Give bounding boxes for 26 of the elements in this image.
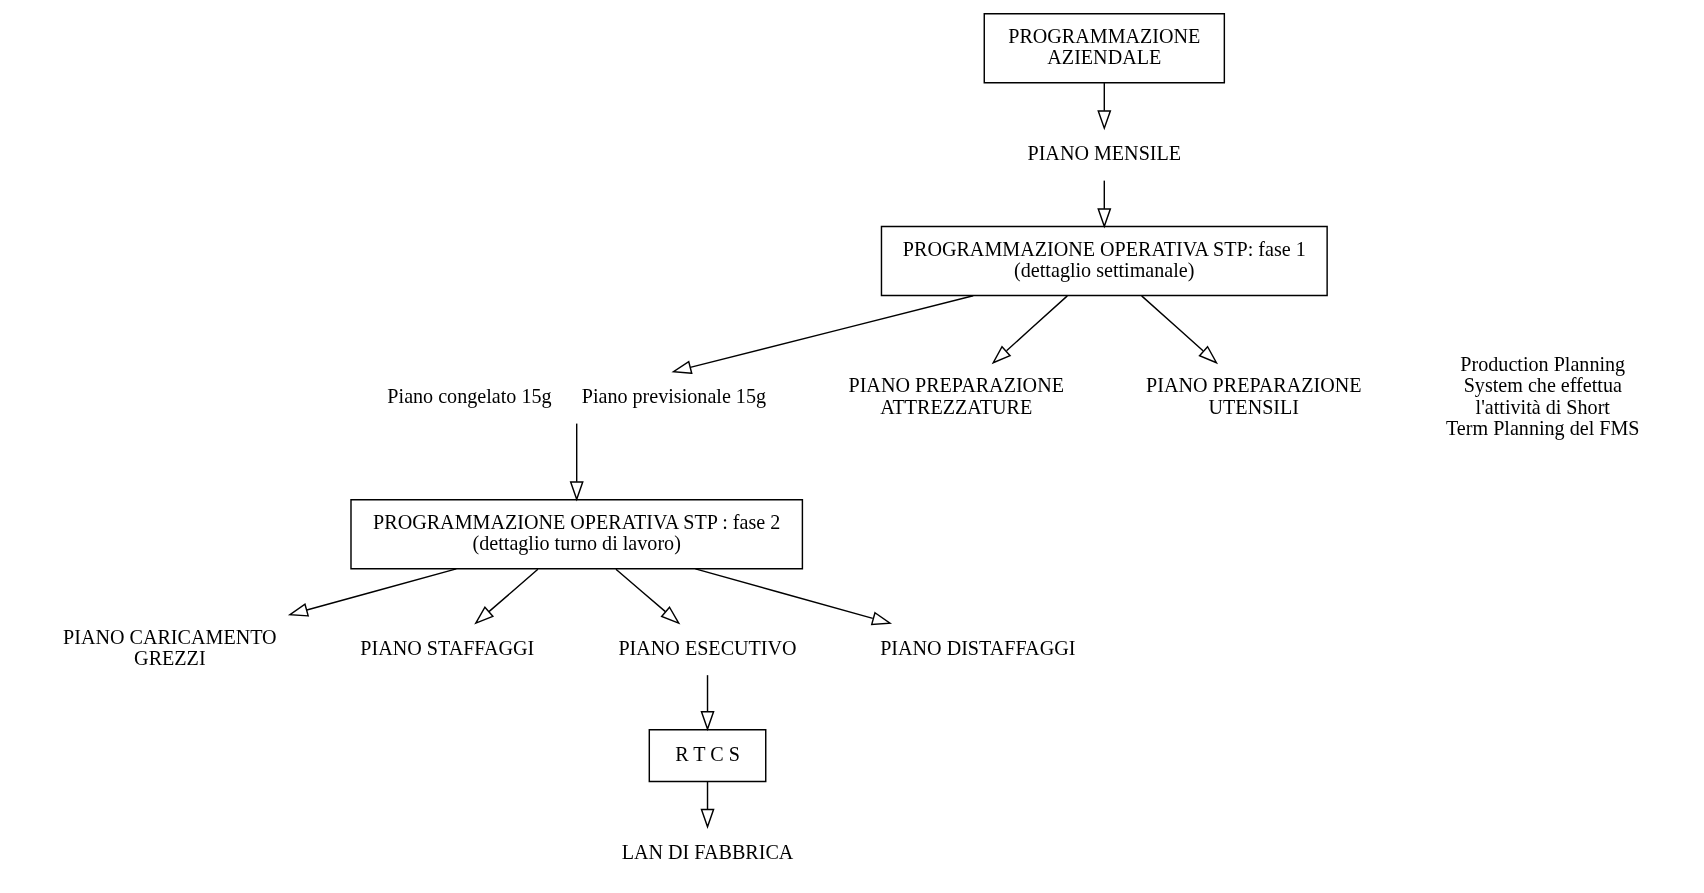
arrow: [615, 568, 681, 625]
node-text: PIANO ESECUTIVO: [618, 636, 797, 659]
node-text: PIANO DISTAFFAGGI: [880, 636, 1076, 659]
node-box: PROGRAMMAZIONE OPERATIVA STP : fase 2 (dettaglio turno di lavoro): [350, 498, 804, 570]
label: Production Planning System che effettua l'attività di Short Term Planning del FMS: [1446, 352, 1640, 440]
arrow: [474, 568, 539, 625]
node-box: R T C S: [648, 729, 767, 783]
node-box: PROGRAMMAZIONE OPERATIVA STP: fase 1 (dettaglio settimanale): [880, 225, 1328, 297]
node-text: PIANO MENSILE: [1027, 141, 1182, 164]
arrow: [991, 295, 1069, 365]
node-text: LAN DI FABBRICA: [621, 840, 794, 863]
arrow: [1097, 82, 1112, 131]
arrow: [700, 674, 715, 732]
node-text: PIANO PREPARAZIONE ATTREZZATURE: [848, 374, 1064, 418]
node-text: PIANO CARICAMENTO GREZZI: [63, 625, 277, 670]
node-box: PROGRAMMAZIONE AZIENDALE: [983, 13, 1226, 84]
arrow: [700, 781, 715, 829]
node-text: PIANO PREPARAZIONE UTENSILI: [1146, 374, 1362, 418]
arrow: [569, 422, 584, 502]
arrow: [287, 568, 457, 617]
arrow: [1097, 179, 1112, 229]
node-text: PIANO STAFFAGGI: [360, 636, 535, 659]
arrow: [694, 568, 893, 626]
arrow: [1140, 295, 1219, 365]
arrow: [671, 295, 974, 375]
node-text: Piano congelato 15g Piano previsionale 15g: [387, 384, 767, 407]
